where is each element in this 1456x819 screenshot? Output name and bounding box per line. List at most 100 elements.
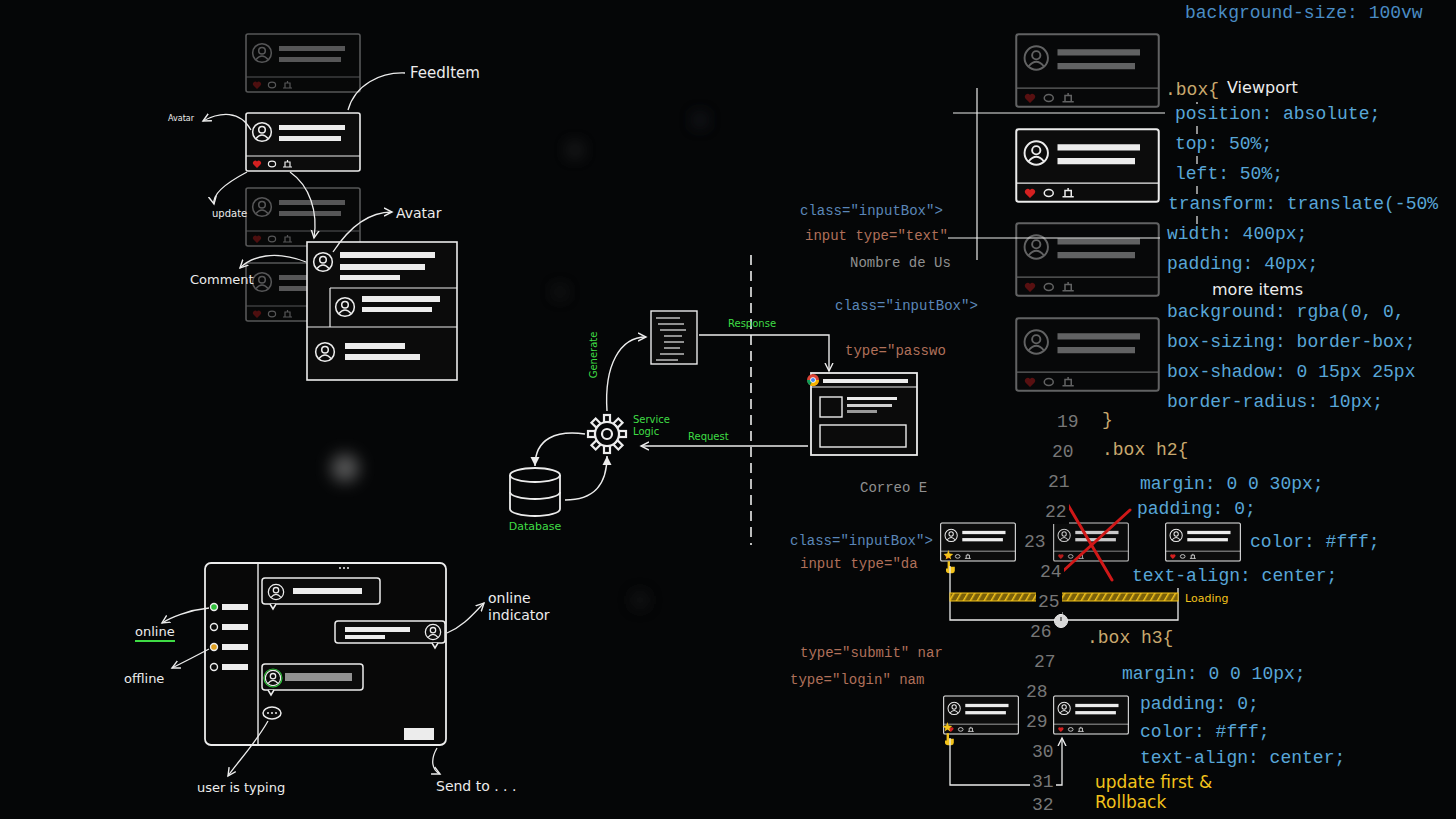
- feed-card: [246, 34, 360, 92]
- code-line: class="inputBox">: [800, 203, 943, 220]
- browser-window: [807, 373, 917, 455]
- database-icon: [510, 468, 560, 516]
- feed-card: [246, 113, 360, 171]
- line-number: 21: [1046, 472, 1072, 494]
- browser-window: [820, 425, 906, 447]
- feed-card: [944, 696, 1019, 734]
- browser-window: [810, 377, 816, 383]
- comment-thread: [336, 298, 355, 317]
- annotation: user is typing: [197, 780, 285, 796]
- leader-line: [240, 255, 306, 268]
- html-document: [656, 318, 686, 360]
- code-line: box-sizing: border-box;: [1165, 332, 1417, 354]
- comment-thread: [329, 288, 330, 327]
- database-node: Database: [505, 466, 565, 535]
- chat-window: [285, 673, 352, 681]
- bokeh: [555, 287, 565, 297]
- chat-window: [205, 563, 446, 745]
- code-line: padding: 0;: [1135, 499, 1258, 521]
- leader-line: [290, 172, 315, 238]
- code-line: type="login" nam: [790, 672, 924, 689]
- code-line: background-size: 100vw: [1183, 3, 1425, 25]
- line-number: 24: [1038, 562, 1064, 584]
- connector-line: [565, 456, 607, 500]
- annotation: Request: [688, 431, 729, 443]
- tap-icon: [943, 550, 955, 745]
- code-line: margin: 0 0 10px;: [1120, 664, 1308, 686]
- leader-line: [433, 748, 440, 774]
- viewport-frame: [948, 80, 1197, 260]
- cross-mark: [1062, 510, 1130, 572]
- gear-icon: [585, 412, 629, 456]
- bokeh: [694, 114, 706, 126]
- leader-line: [203, 114, 251, 130]
- html-document: [660, 353, 684, 354]
- viewport-frame: [976, 88, 977, 260]
- html-document: [664, 341, 684, 342]
- line-number: 19: [1055, 412, 1081, 434]
- chat-window: [222, 644, 248, 650]
- leader-line: [447, 603, 484, 633]
- feed-card: [1166, 523, 1241, 561]
- database-icon: [510, 475, 560, 516]
- gear-icon: [595, 422, 619, 446]
- line-number: 20: [1050, 442, 1076, 464]
- leader-line: [333, 212, 392, 252]
- tap-icon: [944, 550, 955, 573]
- chat-window: [211, 604, 218, 671]
- bokeh: [633, 593, 647, 607]
- leader-line: [228, 721, 268, 776]
- database-icon: [505, 466, 565, 518]
- comment-thread: [340, 275, 400, 280]
- code-line: .box{: [1163, 80, 1221, 102]
- chat-window: [275, 712, 277, 714]
- chat-window: [267, 712, 269, 714]
- loading-bar: [950, 593, 1178, 601]
- annotation: online: [135, 624, 175, 642]
- annotation: more items: [1210, 280, 1305, 299]
- html-document: [664, 347, 680, 348]
- chat-window: [205, 563, 446, 745]
- connector-line: [535, 433, 585, 466]
- bokeh: [331, 454, 359, 482]
- comment-thread: [362, 307, 432, 312]
- comment-thread: [330, 287, 457, 288]
- feed-card: [1016, 318, 1159, 391]
- chat-window: [222, 624, 248, 630]
- annotation: Avatar: [396, 205, 441, 222]
- annotation: Generate: [588, 332, 600, 379]
- chat-window: [268, 584, 283, 599]
- leader-line: [162, 608, 209, 623]
- code-line: class="inputBox">: [835, 298, 978, 315]
- boundary-line: [750, 255, 752, 545]
- chat-window: [265, 670, 280, 685]
- code-line: margin: 0 0 30px;: [1138, 474, 1326, 496]
- code-line: text-align: center;: [1130, 566, 1339, 588]
- code-line: type="passwo: [845, 343, 946, 360]
- line-number: 23: [1022, 532, 1048, 554]
- chat-window: [211, 664, 218, 671]
- chat-window: [432, 643, 438, 648]
- html-document: [651, 311, 697, 364]
- html-document: [658, 323, 684, 324]
- node-label: Service Logic: [633, 414, 679, 438]
- code-line: padding: 40px;: [1165, 254, 1320, 276]
- chat-window: [262, 664, 363, 690]
- chat-window: [270, 604, 276, 609]
- comment-thread: [307, 242, 457, 380]
- connector: [531, 433, 586, 466]
- chat-window: [211, 604, 218, 611]
- code-line: left: 50%;: [1173, 164, 1285, 186]
- line-number: 25: [1036, 592, 1062, 614]
- chat-window: [262, 578, 445, 719]
- annotation: FeedItem: [410, 64, 480, 82]
- browser-window: [820, 397, 842, 417]
- comment-thread: [316, 343, 335, 362]
- line-number: 27: [1032, 652, 1058, 674]
- annotation: offline: [124, 671, 164, 687]
- line-number: 29: [1024, 712, 1050, 734]
- chat-window: [211, 644, 218, 651]
- annotation: update: [212, 208, 247, 220]
- chat-window: [222, 604, 248, 670]
